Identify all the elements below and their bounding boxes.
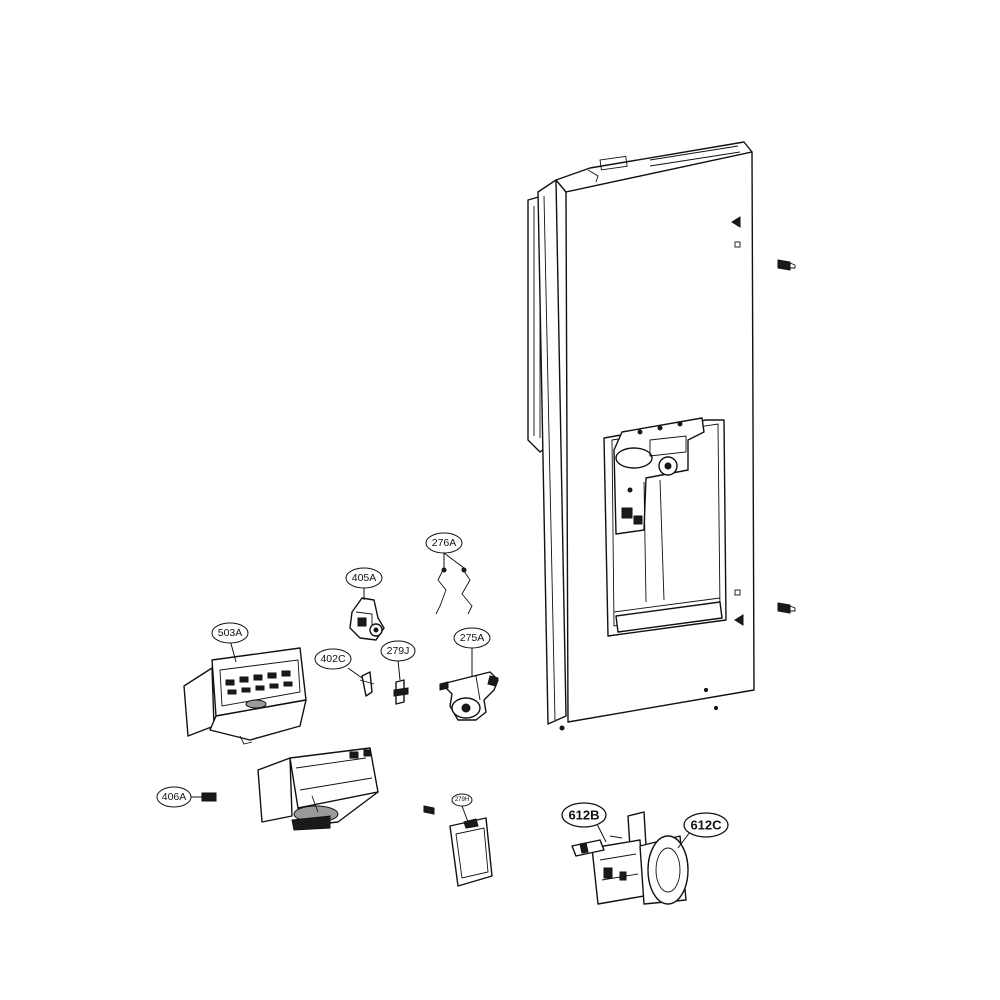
callout-612C: 612C xyxy=(683,812,729,838)
part-279J xyxy=(393,659,409,705)
callout-275A: 275A xyxy=(453,627,491,649)
part-275A xyxy=(439,648,499,721)
part-405A xyxy=(349,588,385,641)
motor-assembly xyxy=(571,811,691,905)
callout-503A-label: 503A xyxy=(218,627,243,639)
callout-406A-label: 406A xyxy=(162,791,187,803)
callout-276A: 276A xyxy=(425,532,463,554)
callout-279H-label: 279H xyxy=(455,797,469,803)
dispenser-housing xyxy=(257,747,379,831)
callout-402C: 402C xyxy=(314,648,352,670)
callout-402C-label: 402C xyxy=(320,653,346,665)
door-screw-lower xyxy=(777,602,796,614)
callout-405A-label: 405A xyxy=(352,572,377,584)
callout-612B-label: 612B xyxy=(568,808,599,823)
callout-612C-label: 612C xyxy=(690,818,722,833)
door-screw-upper xyxy=(777,259,796,271)
callout-279J: 279J xyxy=(380,640,416,662)
callout-406A: 406A xyxy=(156,786,192,808)
small-screw xyxy=(423,805,435,815)
part-402C xyxy=(347,667,375,697)
callout-279J-label: 279J xyxy=(387,645,410,657)
callout-279H: 279H xyxy=(451,793,473,807)
callout-275A-label: 275A xyxy=(460,632,485,644)
part-276A-springs xyxy=(435,552,473,615)
callout-612B: 612B xyxy=(561,802,607,828)
door-assembly xyxy=(527,141,796,731)
part-279H-cover xyxy=(449,805,493,887)
callout-503A: 503A xyxy=(211,622,249,644)
callout-405A: 405A xyxy=(345,567,383,589)
part-503A-control-panel xyxy=(183,639,307,745)
callout-276A-label: 276A xyxy=(432,537,457,549)
